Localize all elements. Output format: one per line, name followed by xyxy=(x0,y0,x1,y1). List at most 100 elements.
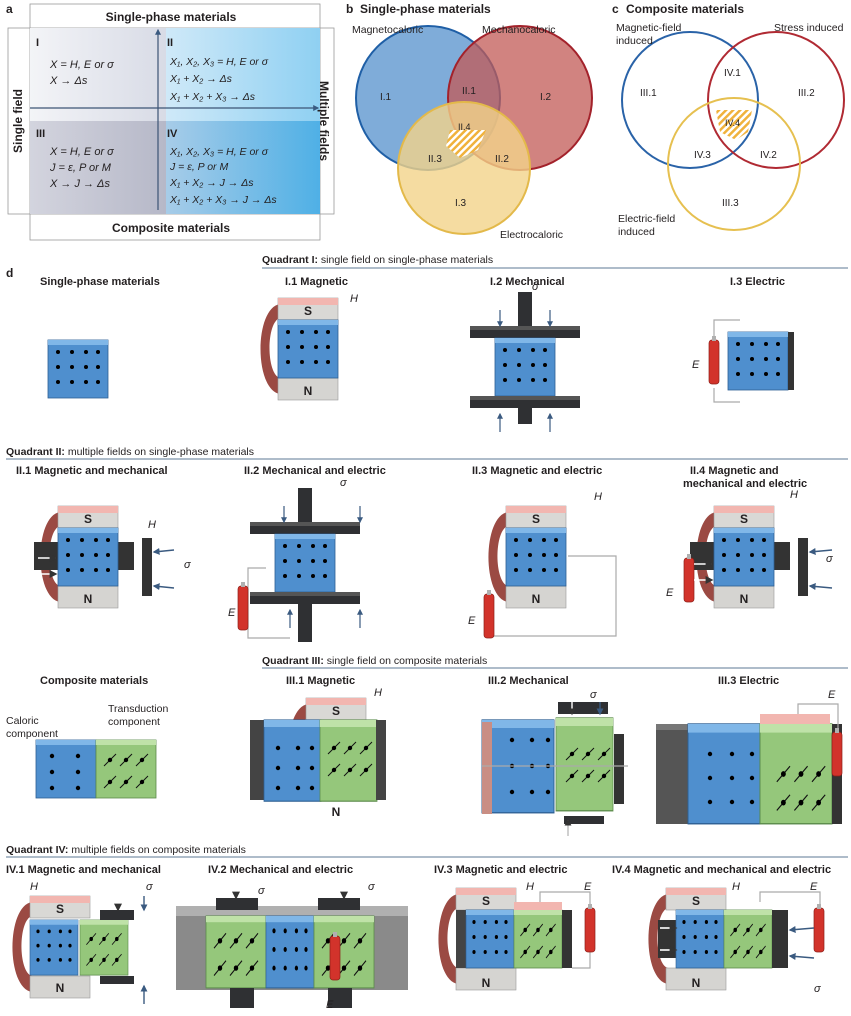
region-iv3: IV.3 xyxy=(694,150,711,161)
svg-text:E: E xyxy=(692,359,700,371)
electric-circle xyxy=(667,97,801,231)
caloric-label-1: Caloric xyxy=(6,715,39,727)
svg-text:E: E xyxy=(810,881,818,893)
magnetic-circle xyxy=(621,31,759,169)
svg-text:H: H xyxy=(790,489,798,501)
illustration-iii3: E xyxy=(656,689,843,825)
q3-line3: X → J → Δs xyxy=(49,178,110,190)
svg-text:H: H xyxy=(374,687,382,699)
composite-title: Composite materials xyxy=(40,675,148,687)
single-phase-block xyxy=(47,339,109,399)
svg-text:N: N xyxy=(56,981,65,995)
illustration-iii1: S N H xyxy=(250,687,386,819)
svg-text:N: N xyxy=(740,592,749,606)
single-phase-title: Single-phase materials xyxy=(40,276,160,288)
quadrant-ii-area xyxy=(166,28,320,121)
title-iv4: IV.4 Magnetic and mechanical and electri… xyxy=(612,864,831,876)
region-ii3: II.3 xyxy=(428,154,442,165)
svg-text:σ: σ xyxy=(590,689,597,701)
q4-numeral: IV xyxy=(167,128,178,140)
q1-numeral: I xyxy=(36,37,39,49)
transduction-label-1: Transduction xyxy=(108,703,168,715)
title-iii1: III.1 Magnetic xyxy=(286,675,355,687)
stress-circle xyxy=(707,31,845,169)
panel-b-venn: b Single-phase materials I.1 I.2 I.3 II.… xyxy=(346,2,593,241)
region-ii4 xyxy=(446,130,486,158)
stress-label: Stress induced xyxy=(774,22,844,34)
q4-line1: X₁, X₂, X₃ = H, E or σ xyxy=(169,146,269,158)
region-iii2: III.2 xyxy=(798,88,815,99)
illustration-i2-mechanical: σ xyxy=(470,281,580,432)
transduction-label-2: component xyxy=(108,716,160,728)
panel-a-left-label: Single field xyxy=(11,89,25,153)
quadrant-iv-heading: Quadrant IV: multiple fields on composit… xyxy=(6,844,246,856)
svg-text:S: S xyxy=(84,512,92,526)
region-iii1: III.1 xyxy=(640,88,657,99)
svg-text:σ: σ xyxy=(258,885,265,897)
illustration-ii2: E σ xyxy=(228,477,363,642)
q3-numeral: III xyxy=(36,128,45,140)
electrocaloric-label: Electrocaloric xyxy=(500,229,563,241)
quadrant-ii-heading: Quadrant II: multiple fields on single-p… xyxy=(6,446,254,458)
svg-text:S: S xyxy=(532,512,540,526)
electrocaloric-circle xyxy=(397,101,531,235)
title-ii1: II.1 Magnetic and mechanical xyxy=(16,465,168,477)
quadrant-i-heading: Quadrant I: single field on single-phase… xyxy=(262,254,493,266)
q3-line2: J = ε, P or M xyxy=(49,162,112,174)
title-iv1: IV.1 Magnetic and mechanical xyxy=(6,864,161,876)
svg-text:H: H xyxy=(526,881,534,893)
svg-text:σ: σ xyxy=(146,881,153,893)
region-ii4-label: II.4 xyxy=(458,122,471,132)
illustration-ii4: S N H σ E xyxy=(666,489,833,609)
quadrant-iii-heading: Quadrant III: single field on composite … xyxy=(262,655,487,667)
q2-line1: X₁, X₂, X₃ = H, E or σ xyxy=(169,56,269,68)
q4-line2: J = ε, P or M xyxy=(169,161,228,173)
illustration-iii2: σ xyxy=(481,689,628,836)
region-ii2: II.2 xyxy=(495,154,509,165)
region-iii3: III.3 xyxy=(722,198,739,209)
q3-line1: X = H, E or σ xyxy=(49,146,114,158)
svg-text:E: E xyxy=(828,689,836,701)
title-i1: I.1 Magnetic xyxy=(285,276,348,288)
illustration-ii3: S N H E xyxy=(468,491,617,639)
magnetocaloric-label: Magnetocaloric xyxy=(352,24,423,36)
region-iv2: IV.2 xyxy=(760,150,777,161)
svg-text:σ: σ xyxy=(184,559,191,571)
title-ii3: II.3 Magnetic and electric xyxy=(472,465,602,477)
svg-text:H: H xyxy=(732,881,740,893)
illustration-i3-electric: E xyxy=(692,319,794,403)
composite-block xyxy=(35,739,157,799)
region-iv1: IV.1 xyxy=(724,68,741,79)
svg-text:σ: σ xyxy=(826,553,833,565)
electric-label-2: induced xyxy=(618,226,655,238)
svg-text:N: N xyxy=(304,384,313,398)
magnetic-label-2: induced xyxy=(616,35,653,47)
svg-text:σ: σ xyxy=(814,983,821,995)
svg-text:H: H xyxy=(30,881,38,893)
illustration-i1-magnetic: S N H xyxy=(260,293,358,401)
title-iii2: III.2 Mechanical xyxy=(488,675,569,687)
title-iii3: III.3 Electric xyxy=(718,675,779,687)
illustration-iv1: S N H σ xyxy=(12,881,153,1004)
title-i3: I.3 Electric xyxy=(730,276,785,288)
electric-label-1: Electric-field xyxy=(618,213,675,225)
title-ii4-b: mechanical and electric xyxy=(683,478,807,490)
panel-c-venn: c Composite materials III.1 III.2 III.3 … xyxy=(612,2,845,238)
region-ii1: II.1 xyxy=(462,86,476,97)
svg-text:N: N xyxy=(482,976,491,990)
svg-text:E: E xyxy=(326,999,334,1011)
q1-line1: X = H, E or σ xyxy=(49,59,114,71)
panel-a-letter: a xyxy=(6,2,13,16)
quadrant-iii-area xyxy=(30,121,166,214)
caloric-label-2: component xyxy=(6,728,58,740)
svg-text:N: N xyxy=(692,976,701,990)
panel-a-bottom-label: Composite materials xyxy=(112,221,230,235)
panel-a-top-label: Single-phase materials xyxy=(106,10,237,24)
q1-line2: X → Δs xyxy=(49,75,88,87)
panel-b-letter: b xyxy=(346,2,353,16)
svg-text:E: E xyxy=(666,587,674,599)
panel-d-letter: d xyxy=(6,266,13,280)
svg-text:S: S xyxy=(692,894,700,908)
region-iv4-label: IV.4 xyxy=(725,118,740,128)
